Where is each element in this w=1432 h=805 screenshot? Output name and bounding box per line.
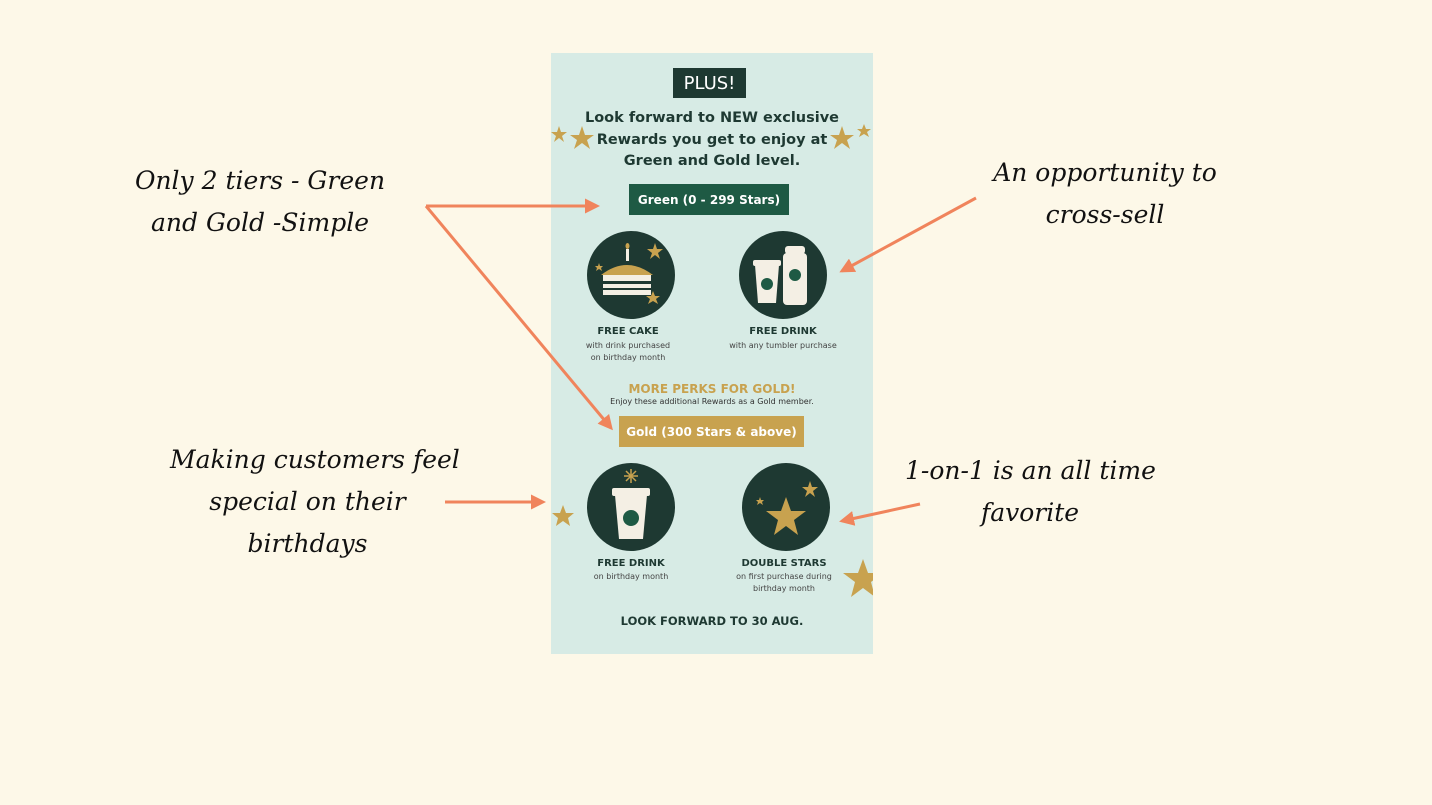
arrow-to-double-stars <box>839 502 921 526</box>
cake-icon <box>587 231 675 319</box>
green-tier-badge: Green (0 - 299 Stars) <box>629 184 789 215</box>
rewards-card: PLUS! Look forward to NEW exclusive Rewa… <box>551 53 873 654</box>
cup-icon <box>587 463 675 551</box>
annotation-one-on-one: 1-on-1 is an all time favorite <box>905 450 1156 534</box>
perk-sub-double-stars: on first purchase during birthday month <box>709 571 859 595</box>
gold-subheading: Enjoy these additional Rewards as a Gold… <box>610 397 814 406</box>
star-icon <box>570 126 594 149</box>
headline-line-1: Look forward to NEW exclusive <box>584 110 840 126</box>
star-icon <box>552 505 574 526</box>
annotation-birthdays-line-2: special on their <box>209 487 406 516</box>
plus-badge: PLUS! <box>673 68 746 98</box>
perk-sub-line: with drink purchased <box>585 341 671 350</box>
headline-line-3: Green and Gold level. <box>623 153 801 169</box>
headline-line-2: Rewards you get to enjoy at <box>596 131 828 148</box>
annotation-birthdays: Making customers feel special on their b… <box>170 439 460 565</box>
annotation-cross-sell-line-1: An opportunity to <box>993 158 1217 187</box>
card-headline: Look forward to NEW exclusive Rewards yo… <box>571 108 853 173</box>
perk-title-double-stars: DOUBLE STARS <box>741 558 827 569</box>
star-icon <box>843 559 873 597</box>
gold-heading: MORE PERKS FOR GOLD! <box>628 382 796 396</box>
perk-sub-free-cake: with drink purchased on birthday month <box>553 340 703 364</box>
perk-sub-free-drink-birthday: on birthday month <box>556 571 706 583</box>
perk-title-free-cake: FREE CAKE <box>597 326 659 337</box>
star-icon <box>857 124 871 137</box>
annotation-birthdays-line-3: birthdays <box>247 529 368 558</box>
card-footer: LOOK FORWARD TO 30 AUG. <box>620 614 804 628</box>
annotation-tiers-line-2: and Gold -Simple <box>151 208 369 237</box>
perk-sub-line: birthday month <box>752 584 816 593</box>
annotation-tiers-line-1: Only 2 tiers - Green <box>134 166 386 195</box>
stars-icon <box>742 463 830 551</box>
perk-title-free-drink-tumbler: FREE DRINK <box>749 326 817 337</box>
decorative-stars-bottom <box>552 505 873 597</box>
annotation-one-on-one-line-2: favorite <box>980 498 1080 527</box>
annotation-birthdays-line-1: Making customers feel <box>170 445 460 474</box>
arrow-to-tumbler-perk <box>839 196 977 273</box>
perk-sub-line: with any tumbler purchase <box>729 341 837 350</box>
gold-tier-badge: Gold (300 Stars & above) <box>619 416 804 447</box>
annotation-one-on-one-line-1: 1-on-1 is an all time <box>905 456 1156 485</box>
annotation-tiers: Only 2 tiers - Green and Gold -Simple <box>130 160 390 244</box>
perk-sub-line: on first purchase during <box>736 572 832 581</box>
annotation-cross-sell: An opportunity to cross-sell <box>990 152 1220 236</box>
annotation-cross-sell-line-2: cross-sell <box>1045 200 1165 229</box>
perk-sub-free-drink-tumbler: with any tumbler purchase <box>708 340 858 352</box>
arrow-to-gold-tier <box>424 205 613 431</box>
perk-title-free-drink-birthday: FREE DRINK <box>597 558 665 569</box>
star-icon <box>830 126 854 149</box>
perk-sub-line: on birthday month <box>593 572 669 581</box>
sparkle-stars-top <box>551 124 871 149</box>
star-icon <box>551 126 567 142</box>
perk-sub-line: on birthday month <box>590 353 666 362</box>
cups-icon <box>739 231 827 319</box>
